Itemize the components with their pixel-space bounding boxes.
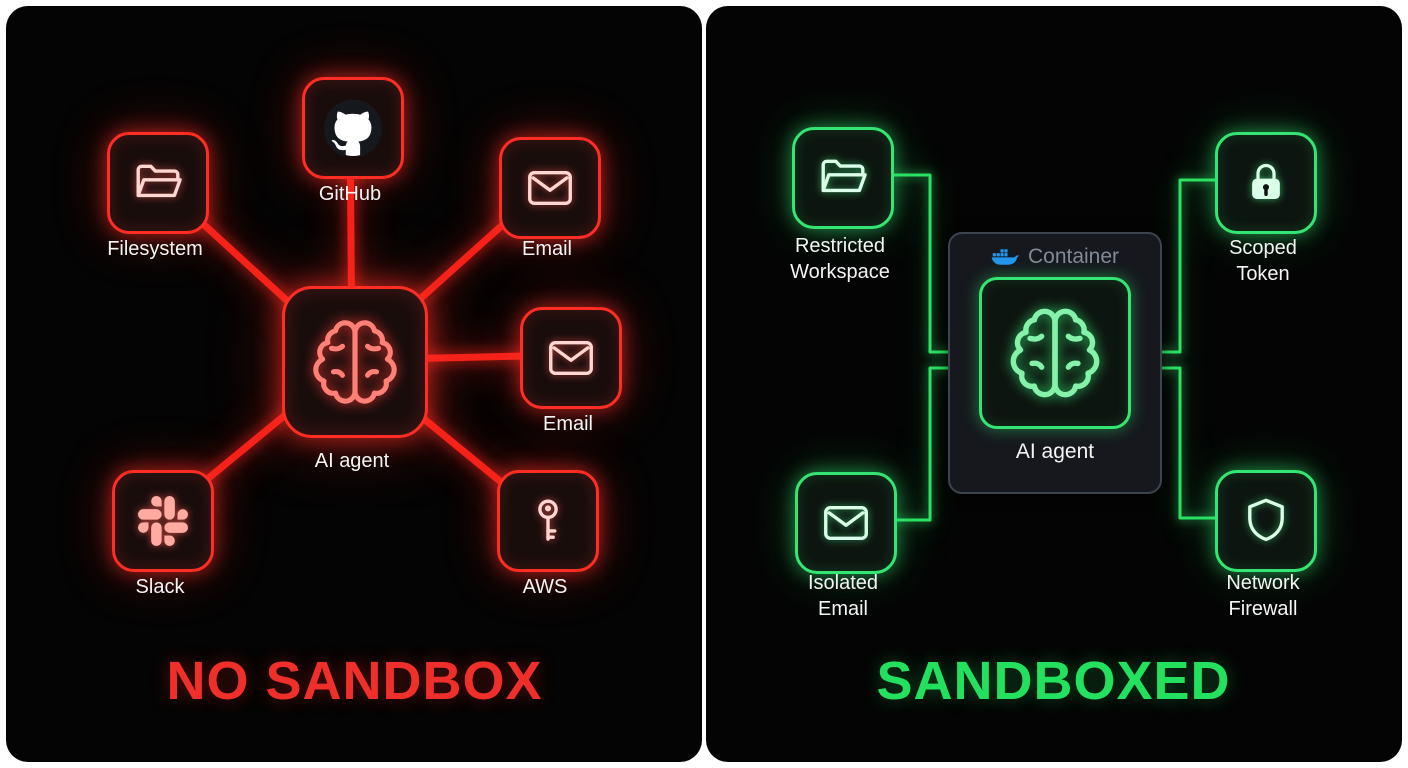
node-label: AWS bbox=[522, 576, 568, 598]
container-label: Container bbox=[1027, 245, 1120, 268]
ai-agent-label: AI agent bbox=[1015, 440, 1095, 463]
node-email-right bbox=[520, 307, 622, 409]
node-label: Email bbox=[542, 413, 593, 435]
container-header: Container bbox=[991, 245, 1119, 269]
shield-icon bbox=[1248, 498, 1284, 542]
ai-agent-label: AI agent bbox=[314, 450, 390, 472]
node-network-firewall bbox=[1215, 470, 1317, 572]
envelope-icon bbox=[549, 341, 593, 375]
no-sandbox-title: NO SANDBOX bbox=[166, 651, 543, 711]
folder-icon bbox=[821, 159, 867, 193]
node-label: Slack bbox=[135, 576, 185, 598]
node-label: Restricted Workspace bbox=[790, 235, 890, 283]
slack-icon bbox=[138, 496, 188, 546]
node-scoped-token bbox=[1215, 132, 1317, 234]
node-email-top bbox=[499, 137, 601, 239]
node-isolated-email bbox=[795, 472, 897, 574]
brain-icon bbox=[313, 320, 397, 404]
key-icon bbox=[538, 499, 558, 541]
node-filesystem bbox=[107, 132, 209, 234]
node-label: Email bbox=[521, 238, 572, 260]
github-icon bbox=[324, 99, 382, 157]
node-aws bbox=[497, 470, 599, 572]
node-label: Network Firewall bbox=[1226, 572, 1300, 620]
container-box: Container AI agent bbox=[948, 232, 1162, 494]
node-label: Filesystem bbox=[107, 238, 203, 260]
envelope-icon bbox=[824, 506, 868, 540]
lock-icon bbox=[1252, 163, 1280, 200]
node-label: Isolated Email bbox=[807, 572, 879, 620]
node-slack bbox=[112, 470, 214, 572]
ai-agent-node-left bbox=[282, 286, 428, 438]
node-label: GitHub bbox=[318, 183, 382, 205]
ai-agent-node-right bbox=[979, 277, 1131, 429]
sandboxed-title: SANDBOXED bbox=[876, 651, 1231, 711]
envelope-icon bbox=[528, 171, 572, 205]
node-github bbox=[302, 77, 404, 179]
folder-icon bbox=[136, 164, 182, 198]
docker-icon bbox=[991, 249, 1019, 265]
brain-icon bbox=[1010, 308, 1100, 398]
node-label: Scoped Token bbox=[1229, 237, 1297, 285]
node-restricted-workspace bbox=[792, 127, 894, 229]
